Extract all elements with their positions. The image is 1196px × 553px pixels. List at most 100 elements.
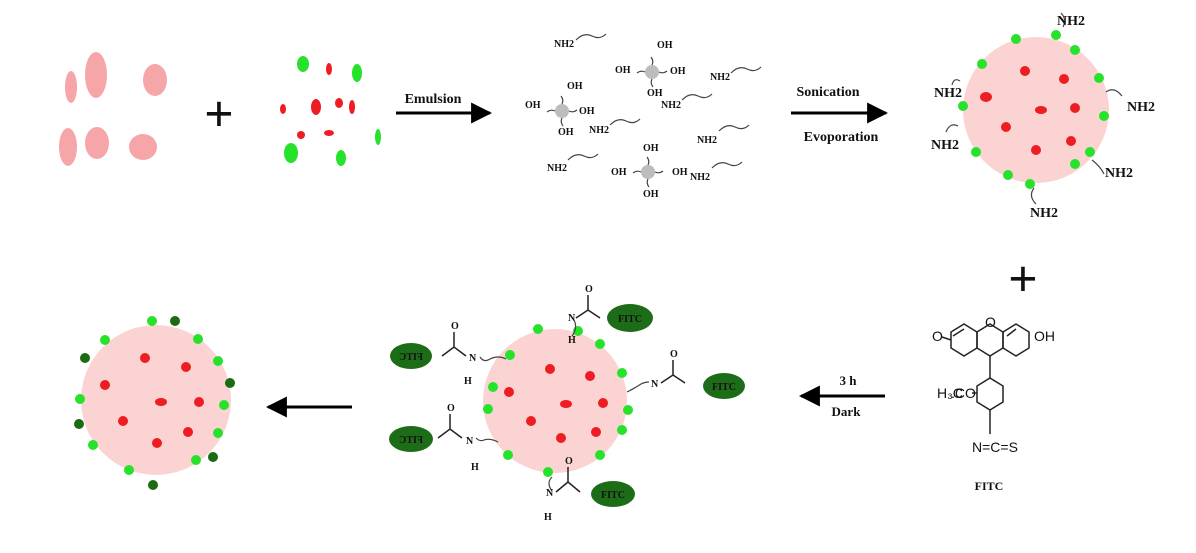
red-particles — [980, 66, 1080, 155]
oh-label: OH — [525, 100, 541, 111]
fitc-badge-label-mirrored: FITC — [399, 352, 423, 363]
green-particles — [483, 324, 633, 477]
nh2-label: NH2 — [554, 39, 574, 50]
oh-label: OH — [615, 65, 631, 76]
red-particle — [349, 100, 355, 114]
fitc-badge-mirrored — [390, 343, 432, 369]
amide-o-label: O — [565, 456, 573, 467]
oh-label: OH — [611, 167, 627, 178]
fitc-badge-label: FITC — [618, 314, 642, 325]
nh2-label: NH2 — [1057, 14, 1085, 29]
red-particles — [100, 353, 204, 448]
amide-o-label: O — [585, 284, 593, 295]
dark-label: Dark — [832, 404, 862, 419]
amide-h-label: H — [471, 462, 479, 473]
chem-h3c-label: H₃C — [937, 385, 963, 401]
oh-label: OH — [567, 81, 583, 92]
nh2-label: NH2 — [931, 138, 959, 153]
green-particle — [284, 143, 298, 163]
nanoparticle-core — [483, 329, 627, 473]
silane-linker: OH OH OH OH — [615, 40, 686, 99]
pink-droplet — [85, 127, 109, 159]
nh2-label: NH2 — [1030, 206, 1058, 221]
red-particle — [280, 104, 286, 114]
sonication-arrow: Sonication Evoporation — [791, 85, 889, 145]
fitc-badge — [703, 373, 745, 399]
oh-label: OH — [643, 143, 659, 154]
chem-oh-label: OH — [1034, 328, 1055, 344]
green-particle — [375, 129, 381, 145]
plus-icon: + — [1008, 251, 1038, 308]
linker-bead — [641, 165, 655, 179]
amide-o-label: O — [670, 349, 678, 360]
red-particles — [504, 364, 608, 443]
fitc-conjugated-nanoparticle: N H O FITC N O FITC N H O FITC N H O FIT… — [389, 284, 745, 523]
sonication-label: Sonication — [796, 85, 859, 100]
nh2-label: NH2 — [1105, 166, 1133, 181]
red-particle — [297, 131, 305, 139]
green-particles — [75, 316, 229, 475]
amide-h-label: H — [544, 512, 552, 523]
linker-bead — [645, 65, 659, 79]
oh-label: OH — [657, 40, 673, 51]
chem-co-label: .CO — [951, 385, 976, 401]
dark-green-particles — [74, 316, 235, 490]
oh-label: OH — [670, 66, 686, 77]
nh2-label: NH2 — [710, 72, 730, 83]
fitc-badge — [607, 304, 653, 332]
fitc-badge-mirrored — [389, 426, 433, 452]
final-labeled-nanoparticle — [74, 316, 235, 490]
silane-linker: OH OH OH OH — [611, 143, 688, 200]
pink-droplet — [129, 134, 157, 160]
evaporation-label: Evoporation — [804, 130, 879, 145]
amide-o-label: O — [451, 321, 459, 332]
fitc-caption: FITC — [975, 479, 1004, 493]
fitc-structure: O O OH H₃C .CO N=C=S FITC — [932, 314, 1055, 493]
linker-bead — [555, 104, 569, 118]
amide-n-label: N — [469, 353, 477, 364]
amide-n-label: N — [651, 379, 659, 390]
fitc-badge-label: FITC — [712, 382, 736, 393]
plus-icon: + — [204, 86, 234, 143]
red-particle — [326, 63, 332, 75]
amide-o-label: O — [447, 403, 455, 414]
pink-droplet — [59, 128, 77, 166]
amide-n-label: N — [546, 488, 554, 499]
chem-ncs-label: N=C=S — [972, 439, 1018, 455]
pink-droplet — [85, 52, 107, 98]
amine-nanoparticle: NH2 NH2 NH2 NH2 NH2 NH2 — [931, 12, 1155, 221]
linker-molecules-group: OH OH OH OH OH OH OH OH OH OH OH OH NH2 … — [525, 33, 762, 200]
chem-o-label: O — [932, 328, 943, 344]
amide-h-label: H — [464, 376, 472, 387]
nh2-label: NH2 — [589, 125, 609, 136]
amide-n-label: N — [466, 436, 474, 447]
emulsion-arrow: Emulsion — [396, 92, 493, 124]
oh-label: OH — [643, 189, 659, 200]
red-particle — [324, 130, 334, 136]
oh-label: OH — [672, 167, 688, 178]
green-particles — [958, 30, 1109, 189]
green-particle — [336, 150, 346, 166]
nh2-label: NH2 — [690, 172, 710, 183]
fitc-badge-label-mirrored: FITC — [399, 435, 423, 446]
chem-ring-o-label: O — [985, 314, 996, 330]
nh2-label: NH2 — [697, 135, 717, 146]
pink-droplet — [65, 71, 77, 103]
nh2-label: NH2 — [934, 86, 962, 101]
red-particle — [311, 99, 321, 115]
nh2-label: NH2 — [547, 163, 567, 174]
time-label: 3 h — [840, 373, 858, 388]
silane-linker: OH OH OH OH — [525, 81, 595, 138]
red-green-particles-group — [280, 56, 381, 166]
oh-label: OH — [647, 88, 663, 99]
pink-droplet — [143, 64, 167, 96]
fitc-badge-label: FITC — [601, 490, 625, 501]
pink-droplets-group — [59, 52, 167, 166]
red-particle — [335, 98, 343, 108]
emulsion-label: Emulsion — [405, 92, 462, 107]
amide-n-label: N — [568, 313, 576, 324]
dark-incubation-arrow: 3 h Dark — [798, 373, 885, 419]
oh-label: OH — [558, 127, 574, 138]
oh-label: OH — [579, 106, 595, 117]
